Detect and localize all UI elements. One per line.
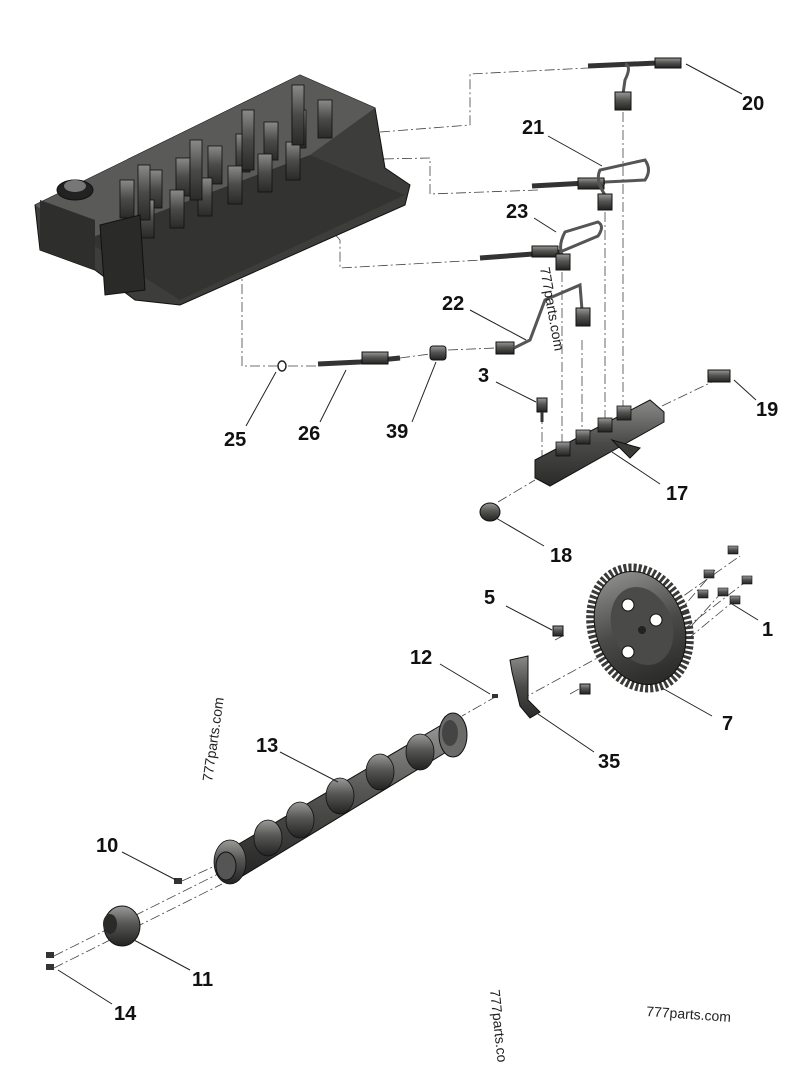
part-12-dowel-pin	[492, 694, 498, 698]
part-1-gear-bolts	[697, 545, 753, 605]
part-14-screws	[46, 952, 54, 970]
callout-12: 12	[410, 647, 432, 669]
callout-3: 3	[478, 365, 489, 387]
leader-lines	[57, 63, 759, 1005]
part-11-bushing	[103, 905, 141, 947]
callout-11: 11	[192, 969, 213, 991]
cylinder-head-assembly	[34, 74, 411, 306]
injector-line-22	[495, 282, 591, 355]
callout-1: 1	[762, 619, 773, 641]
part-7-camshaft-gear	[586, 563, 694, 693]
part-39-sleeve	[429, 345, 447, 361]
callout-23: 23	[506, 201, 528, 223]
part-5-bolt	[552, 625, 564, 637]
callout-25: 25	[224, 429, 246, 451]
callout-21: 21	[522, 117, 544, 139]
part-26-injector	[317, 351, 401, 367]
part-13-camshaft	[213, 712, 468, 885]
watermark-3: 777parts.com	[646, 1003, 732, 1025]
callout-26: 26	[298, 423, 320, 445]
part-35-thrust-plate	[509, 655, 591, 719]
callout-10: 10	[96, 835, 118, 857]
part-19-pressure-sensor	[707, 369, 731, 383]
part-25-o-ring	[277, 360, 287, 372]
callout-22: 22	[442, 293, 464, 315]
callout-35: 35	[598, 751, 620, 773]
callout-18: 18	[550, 545, 572, 567]
callout-5: 5	[484, 587, 495, 609]
callout-20: 20	[742, 93, 764, 115]
callout-39: 39	[386, 421, 408, 443]
callout-19: 19	[756, 399, 778, 421]
part-18-cap	[479, 502, 501, 522]
callout-17: 17	[666, 483, 688, 505]
injector-line-23	[479, 220, 603, 271]
watermark-4: 777parts.co	[487, 989, 511, 1064]
part-3-bolt	[536, 397, 548, 422]
part-10-dowel-pin	[174, 878, 182, 884]
callout-7: 7	[722, 713, 733, 735]
part-17-fuel-rail	[534, 399, 665, 487]
injector-line-21	[531, 158, 650, 211]
watermark-2: 777parts.com	[199, 696, 227, 782]
callout-13: 13	[256, 735, 278, 757]
callout-14: 14	[114, 1003, 137, 1025]
callout-labels: 20 21 23 22 3 19 17 18 25 26 39 5 1 12 7…	[96, 93, 778, 1025]
injector-line-20	[587, 57, 682, 111]
